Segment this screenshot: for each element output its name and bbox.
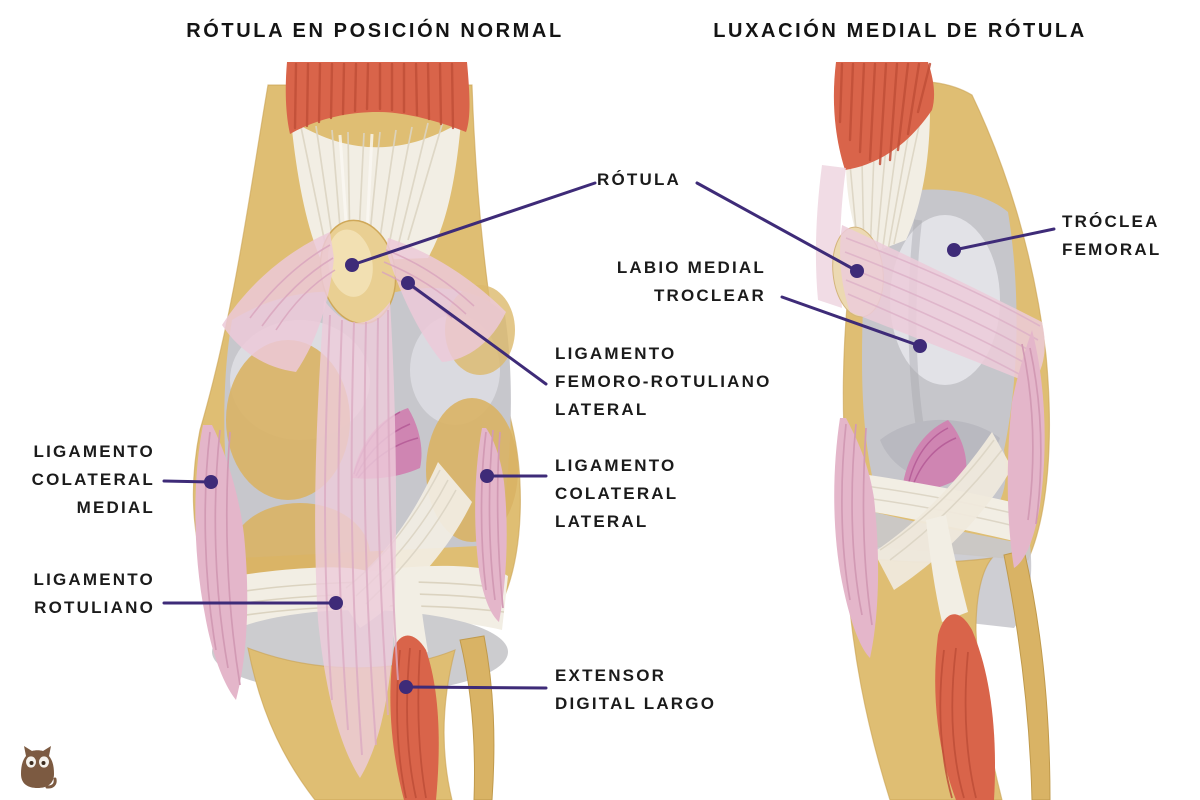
label-text: COLATERAL	[31, 470, 155, 489]
label-ligamento-colateral-lateral: LIGAMENTO COLATERAL LATERAL	[555, 452, 678, 536]
label-labio-medial-troclear: LABIO MEDIAL TROCLEAR	[556, 254, 766, 310]
leader-femoro-rotuliano	[406, 281, 548, 386]
label-text: LIGAMENTO	[33, 442, 155, 461]
leader-colateral-medial	[162, 479, 213, 484]
label-text: LIGAMENTO	[33, 570, 155, 589]
left-knee-illustration	[192, 62, 521, 800]
label-ligamento-colateral-medial: LIGAMENTO COLATERAL MEDIAL	[18, 438, 155, 522]
leader-dot	[329, 596, 343, 610]
right-knee-illustration	[815, 62, 1051, 800]
leader-dot	[399, 680, 413, 694]
leader-dot	[401, 276, 415, 290]
leader-lines	[162, 181, 1056, 694]
leader-dot	[947, 243, 961, 257]
leader-rotula-left	[350, 181, 597, 267]
label-text: LATERAL	[555, 512, 649, 531]
label-ligamento-rotuliano: LIGAMENTO ROTULIANO	[18, 566, 155, 622]
label-text: FEMORAL	[1062, 240, 1162, 259]
leader-rotula-right	[695, 181, 859, 273]
label-text: LIGAMENTO	[555, 456, 677, 475]
leader-extensor	[404, 685, 548, 690]
leader-dot	[913, 339, 927, 353]
leader-dot	[345, 258, 359, 272]
label-text: FEMORO-ROTULIANO	[555, 372, 772, 391]
label-text: COLATERAL	[555, 484, 679, 503]
leader-dot	[850, 264, 864, 278]
title-medial-luxation: LUXACIÓN MEDIAL DE RÓTULA	[713, 20, 1087, 42]
label-extensor-digital-largo: EXTENSOR DIGITAL LARGO	[555, 662, 716, 718]
label-text: TROCLEAR	[653, 286, 766, 305]
title-normal-position: RÓTULA EN POSICIÓN NORMAL	[186, 20, 564, 42]
label-text: LABIO MEDIAL	[616, 258, 766, 277]
label-text: ROTULIANO	[34, 598, 155, 617]
leader-labio-medial	[780, 295, 922, 348]
leader-dot	[480, 469, 494, 483]
label-text: MEDIAL	[76, 498, 155, 517]
label-text: LIGAMENTO	[555, 344, 677, 363]
label-troclea-femoral: TRÓCLEA FEMORAL	[1062, 208, 1161, 264]
label-text: RÓTULA	[597, 170, 682, 189]
label-text: TRÓCLEA	[1062, 212, 1160, 231]
label-rotula: RÓTULA	[597, 166, 681, 194]
leader-dot	[204, 475, 218, 489]
label-ligamento-femoro-rotuliano-lateral: LIGAMENTO FEMORO-ROTULIANO LATERAL	[555, 340, 772, 424]
leader-troclea	[952, 227, 1056, 252]
cat-logo	[21, 746, 57, 789]
label-text: DIGITAL LARGO	[555, 694, 717, 713]
label-text: EXTENSOR	[555, 666, 667, 685]
label-text: LATERAL	[555, 400, 649, 419]
